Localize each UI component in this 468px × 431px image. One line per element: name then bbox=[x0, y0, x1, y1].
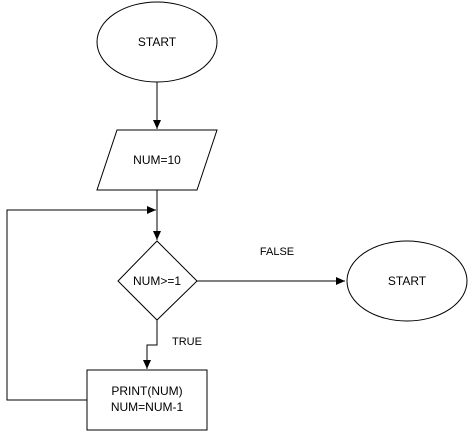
input-node-shape bbox=[96, 129, 218, 191]
end-terminal-shape bbox=[346, 240, 468, 322]
decision-node-shape bbox=[117, 240, 198, 321]
edge-decision-true-to-process bbox=[143, 320, 158, 369]
edge-process-loop-back bbox=[6, 206, 156, 401]
start-terminal-label: START bbox=[138, 35, 177, 49]
end-terminal: START bbox=[346, 240, 468, 322]
decision-node: NUM>=1 bbox=[117, 240, 198, 321]
false-edge-label: FALSE bbox=[260, 246, 294, 258]
end-terminal-label: START bbox=[388, 274, 427, 288]
process-node-label-line2: NUM=NUM-1 bbox=[111, 400, 184, 414]
process-node-label-line1: PRINT(NUM) bbox=[111, 384, 182, 398]
start-terminal-shape bbox=[96, 1, 218, 83]
process-node: PRINT(NUM) NUM=NUM-1 bbox=[86, 369, 208, 431]
input-node-label: NUM=10 bbox=[133, 153, 181, 167]
decision-node-label: NUM>=1 bbox=[133, 274, 181, 288]
start-terminal: START bbox=[96, 1, 218, 83]
input-node: NUM=10 bbox=[96, 129, 218, 191]
process-node-shape bbox=[86, 369, 208, 431]
true-edge-label: TRUE bbox=[172, 336, 202, 348]
